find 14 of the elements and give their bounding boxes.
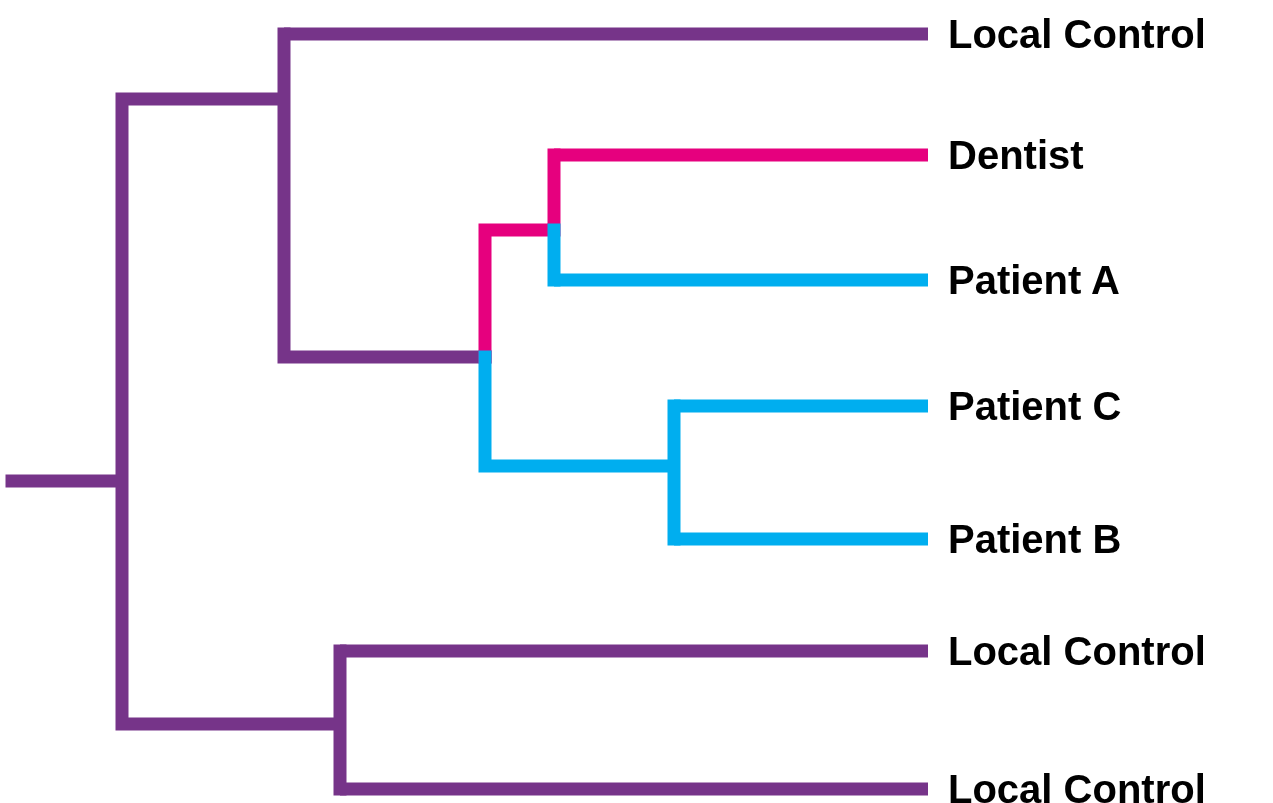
tree-branch: [674, 399, 928, 413]
tree-branch: [340, 644, 928, 658]
tree-branch: [284, 27, 928, 41]
leaf-label: Local Control: [948, 11, 1206, 58]
leaf-label: Local Control: [948, 628, 1206, 675]
leaf-label: Patient A: [948, 257, 1120, 304]
tree-branch: [554, 148, 928, 162]
leaf-label: Patient B: [948, 516, 1122, 563]
leaf-label: Patient C: [948, 383, 1122, 430]
leaf-label: Local Control: [948, 766, 1206, 803]
tree-branch: [340, 782, 928, 796]
leaf-label: Dentist: [948, 132, 1084, 179]
tree-branch: [674, 532, 928, 546]
tree-branch: [554, 273, 928, 287]
